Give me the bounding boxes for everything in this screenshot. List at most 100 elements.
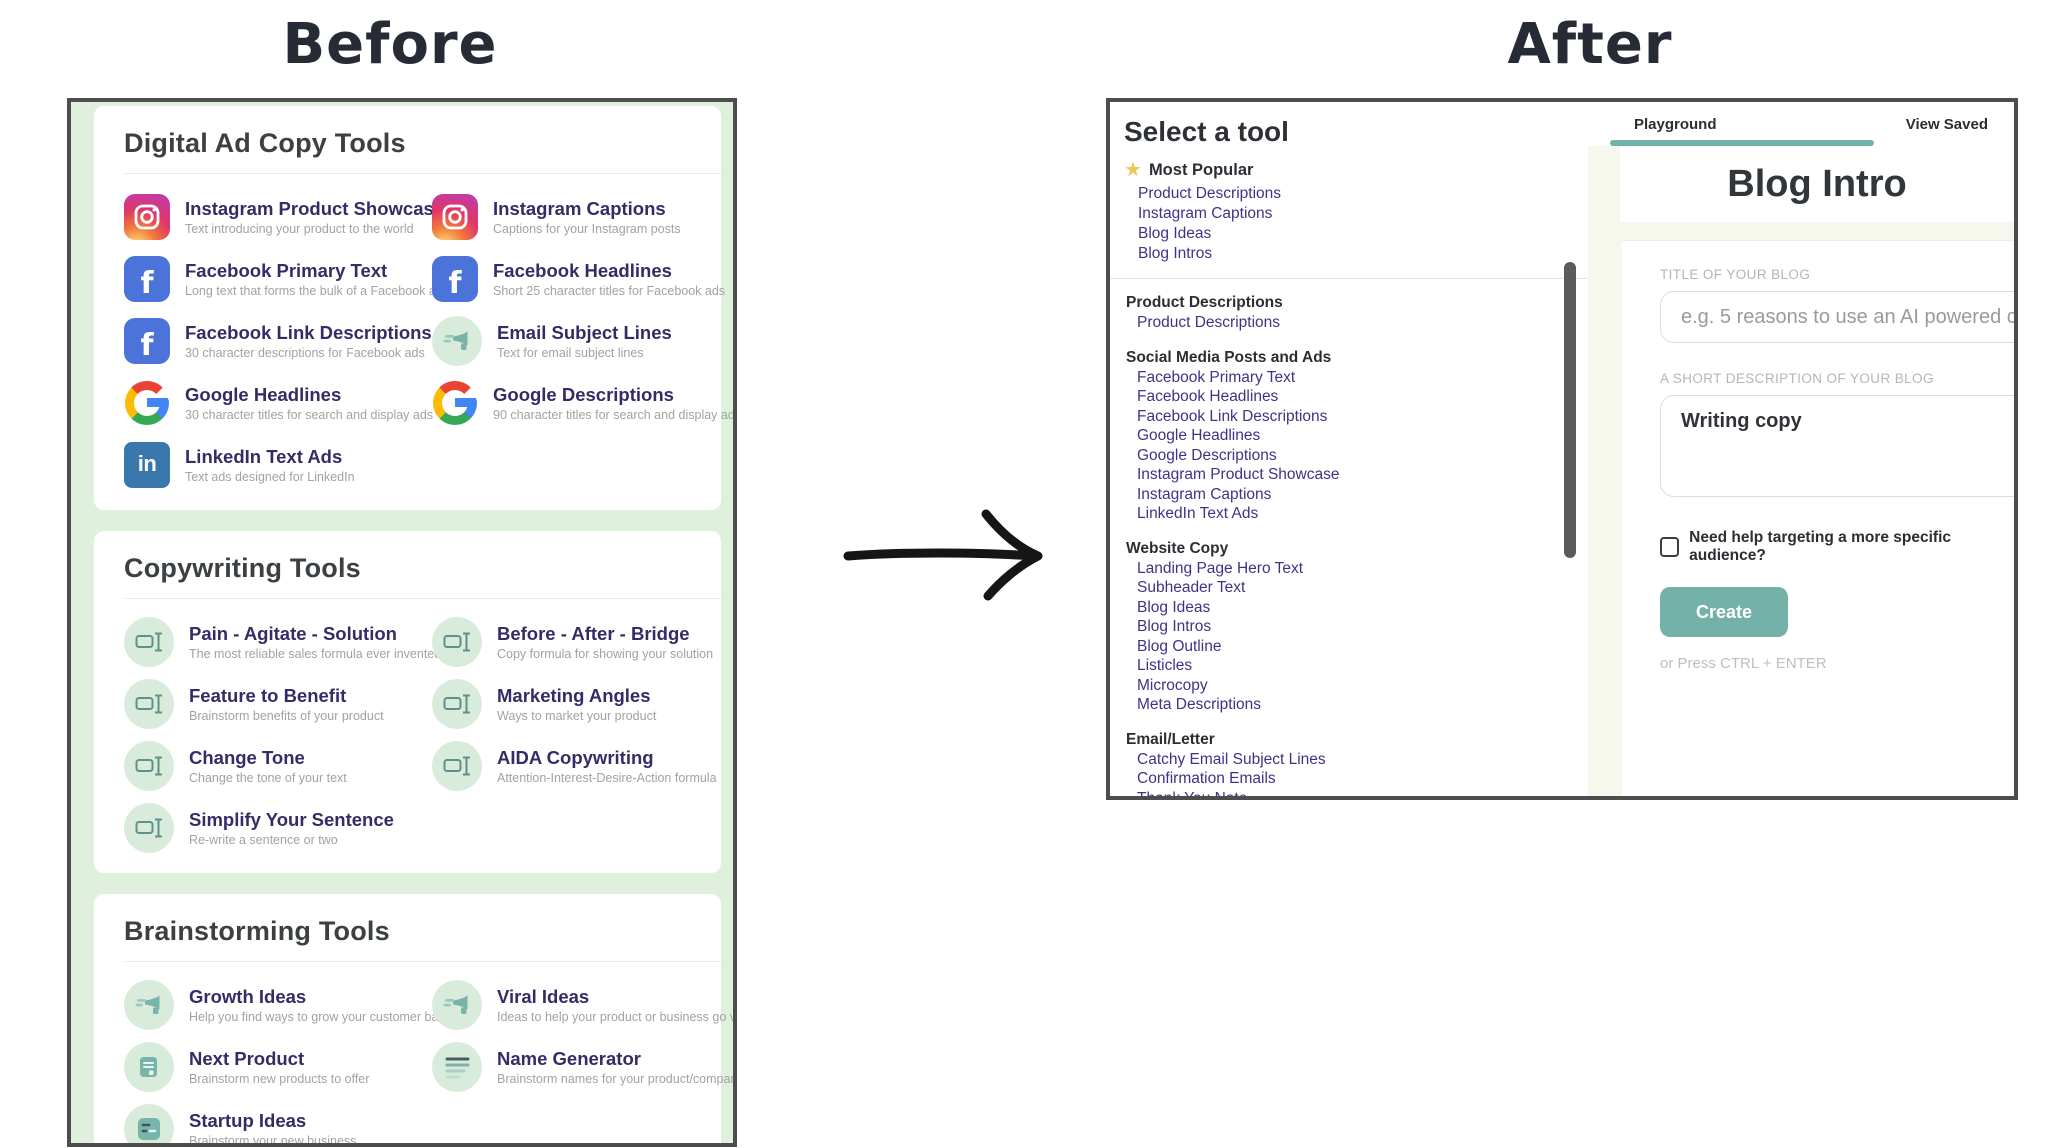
tool-viral-ideas[interactable]: Viral Ideas Ideas to help your product o…	[432, 980, 733, 1030]
sidebar-item-google-headlines[interactable]: Google Headlines	[1137, 427, 1261, 444]
sidebar-item-blog-intros[interactable]: Blog Intros	[1137, 618, 1212, 635]
divider	[124, 598, 721, 599]
sidebar-item-confirmation-emails[interactable]: Confirmation Emails	[1137, 770, 1276, 787]
tool-facebook-primary-text[interactable]: Facebook Primary Text Long text that for…	[124, 256, 443, 302]
tool-subtitle: Re-write a sentence or two	[189, 833, 338, 847]
tool-sidebar: Select a tool Most Popular Product Descr…	[1110, 102, 1588, 796]
tool-aida-copywriting[interactable]: AIDA Copywriting Attention-Interest-Desi…	[432, 741, 721, 791]
tool-next-product[interactable]: Next Product Brainstorm new products to …	[124, 1042, 432, 1092]
tool-instagram-captions[interactable]: Instagram Captions Captions for your Ins…	[432, 194, 733, 240]
before-panel: Digital Ad Copy Tools Instagram Product …	[67, 98, 737, 1147]
blog-title-input[interactable]	[1660, 291, 2014, 343]
tool-title: Facebook Link Descriptions	[185, 322, 432, 343]
tool-google-descriptions[interactable]: Google Descriptions 90 character titles …	[432, 380, 733, 426]
sidebar-item-linkedin-text-ads[interactable]: LinkedIn Text Ads	[1137, 505, 1259, 522]
audience-checkbox-label: Need help targeting a more specific audi…	[1689, 529, 1952, 564]
sidebar-item-blog-ideas[interactable]: Blog Ideas	[1137, 598, 1211, 616]
sidebar-item-listicles[interactable]: Listicles	[1137, 657, 1193, 674]
create-button[interactable]: Create	[1660, 587, 1788, 637]
sidebar-item-subheader-text[interactable]: Subheader Text	[1137, 579, 1246, 596]
megaphone-icon	[124, 980, 174, 1030]
tool-feature-to-benefit[interactable]: Feature to Benefit Brainstorm benefits o…	[124, 679, 432, 729]
tool-subtitle: Text introducing your product to the wor…	[185, 222, 414, 236]
tool-title: Next Product	[189, 1048, 305, 1069]
sidebar-section-email-letter: Email/Letter Catchy Email Subject Lines …	[1126, 729, 1588, 797]
after-title: After	[1507, 12, 1673, 77]
tab-playground[interactable]: Playground	[1588, 102, 1884, 146]
tool-startup-ideas[interactable]: Startup Ideas Brainstorm your new busine…	[124, 1104, 432, 1143]
divider	[124, 173, 721, 174]
sidebar-item-google-descriptions[interactable]: Google Descriptions	[1137, 446, 1277, 464]
sidebar-section-product-descriptions: Product Descriptions Product Description…	[1126, 292, 1588, 333]
tool-google-headlines[interactable]: Google Headlines 30 character titles for…	[124, 380, 433, 426]
sidebar-item-thank-you-note[interactable]: Thank You Note	[1137, 789, 1588, 797]
section-heading: Copywriting Tools	[124, 553, 361, 583]
tab-view-saved[interactable]: View Saved	[1905, 115, 1988, 133]
instagram-icon	[432, 194, 478, 240]
tool-marketing-angles[interactable]: Marketing Angles Ways to market your pro…	[432, 679, 721, 729]
tool-title: Startup Ideas	[189, 1110, 307, 1131]
most-popular-items: Product Descriptions Instagram Captions …	[1138, 184, 1588, 264]
google-icon	[432, 380, 478, 426]
copy-formula-icon	[432, 741, 482, 791]
tool-subtitle: Brainstorm names for your product/compan…	[497, 1072, 737, 1086]
tool-subtitle: Brainstorm benefits of your product	[189, 709, 384, 723]
copy-formula-icon	[124, 617, 174, 667]
tool-title: Growth Ideas	[189, 986, 307, 1007]
tool-title: Marketing Angles	[497, 685, 651, 706]
section-header: Social Media Posts and Ads	[1126, 348, 1332, 366]
most-popular-header: Most Popular	[1124, 160, 1588, 180]
google-icon	[124, 380, 170, 426]
instagram-icon	[124, 194, 170, 240]
section-header: Product Descriptions	[1126, 294, 1283, 311]
sidebar-item-blog-intros[interactable]: Blog Intros	[1138, 245, 1213, 262]
sidebar-item-facebook-link-descriptions[interactable]: Facebook Link Descriptions	[1137, 407, 1328, 425]
sidebar-item-product-descriptions[interactable]: Product Descriptions	[1137, 314, 1281, 331]
blog-title-label: TITLE OF YOUR BLOG	[1660, 267, 1811, 282]
tab-bar: Playground View Saved	[1588, 102, 2014, 146]
sidebar-item-blog-ideas[interactable]: Blog Ideas	[1138, 225, 1212, 242]
sidebar-item-catchy-email-subject-lines[interactable]: Catchy Email Subject Lines	[1137, 750, 1326, 768]
after-panel: Select a tool Most Popular Product Descr…	[1106, 98, 2018, 800]
tool-subtitle: Change the tone of your text	[189, 771, 347, 785]
tool-subtitle: 30 character descriptions for Facebook a…	[185, 346, 425, 360]
copy-formula-icon	[432, 617, 482, 667]
tool-simplify-your-sentence[interactable]: Simplify Your Sentence Re-write a senten…	[124, 803, 432, 853]
arrow-icon	[843, 509, 1043, 601]
sidebar-item-facebook-primary-text[interactable]: Facebook Primary Text	[1137, 368, 1296, 386]
sidebar-item-meta-descriptions[interactable]: Meta Descriptions	[1137, 696, 1262, 713]
tool-email-subject-lines[interactable]: Email Subject Lines Text for email subje…	[432, 316, 733, 366]
ctrl-enter-hint: or Press CTRL + ENTER	[1660, 655, 1827, 672]
megaphone-icon	[432, 316, 482, 366]
tool-growth-ideas[interactable]: Growth Ideas Help you find ways to grow …	[124, 980, 452, 1030]
audience-checkbox[interactable]	[1660, 537, 1680, 557]
startup-note-icon	[124, 1104, 174, 1143]
sidebar-item-microcopy[interactable]: Microcopy	[1137, 676, 1208, 694]
sidebar-item-instagram-product-showcase[interactable]: Instagram Product Showcase	[1137, 466, 1340, 483]
sidebar-item-instagram-captions[interactable]: Instagram Captions	[1137, 485, 1272, 503]
section-header: Website Copy	[1126, 539, 1229, 557]
tool-pain-agitate-solution[interactable]: Pain - Agitate - Solution The most relia…	[124, 617, 441, 667]
tool-instagram-product-showcase[interactable]: Instagram Product Showcase Text introduc…	[124, 194, 444, 240]
product-card-icon	[124, 1042, 174, 1092]
tool-subtitle: Long text that forms the bulk of a Faceb…	[185, 284, 443, 298]
sidebar-item-instagram-captions[interactable]: Instagram Captions	[1138, 205, 1273, 222]
sidebar-item-facebook-headlines[interactable]: Facebook Headlines	[1137, 388, 1279, 405]
sidebar-item-product-descriptions[interactable]: Product Descriptions	[1138, 185, 1282, 202]
scrollbar-thumb[interactable]	[1564, 262, 1576, 558]
tool-name-generator[interactable]: Name Generator Brainstorm names for your…	[432, 1042, 737, 1092]
tool-facebook-headlines[interactable]: Facebook Headlines Short 25 character ti…	[432, 256, 733, 302]
tool-title: Facebook Headlines	[493, 260, 672, 281]
tool-change-tone[interactable]: Change Tone Change the tone of your text	[124, 741, 432, 791]
tool-linkedin-text-ads[interactable]: LinkedIn Text Ads Text ads designed for …	[124, 442, 432, 488]
copy-formula-icon	[124, 741, 174, 791]
brainstorming-tools-card: Brainstorming Tools Growth Ideas Help yo…	[94, 894, 733, 1143]
sidebar-section-social-media: Social Media Posts and Ads Facebook Prim…	[1126, 347, 1588, 524]
sidebar-item-blog-outline[interactable]: Blog Outline	[1137, 637, 1222, 655]
tool-title: Feature to Benefit	[189, 685, 347, 706]
tool-before-after-bridge[interactable]: Before - After - Bridge Copy formula for…	[432, 617, 721, 667]
linkedin-icon	[124, 442, 170, 488]
tool-facebook-link-descriptions[interactable]: Facebook Link Descriptions 30 character …	[124, 318, 432, 364]
blog-description-textarea[interactable]: Writing copy	[1660, 395, 2014, 497]
sidebar-item-landing-page-hero-text[interactable]: Landing Page Hero Text	[1137, 559, 1304, 577]
